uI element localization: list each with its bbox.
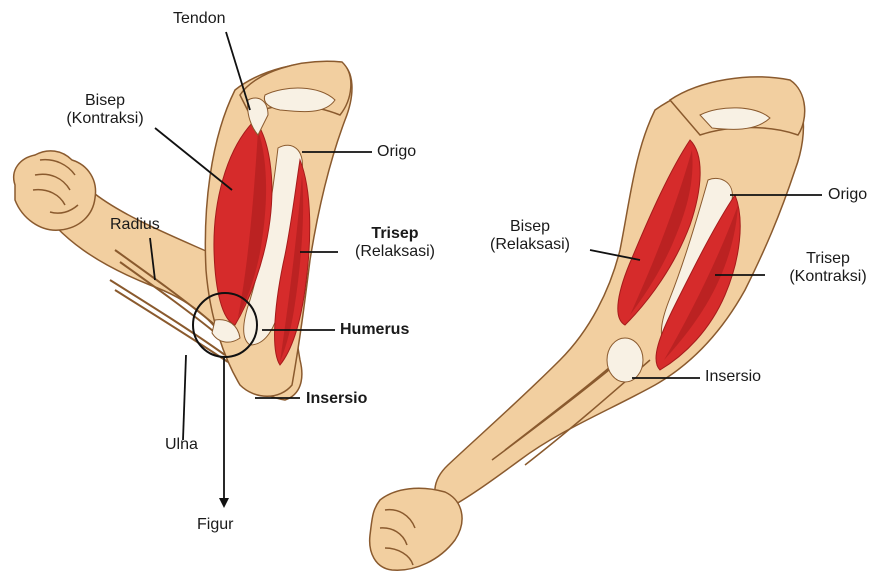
label-trisep-left-line2: (Relaksasi) [340,243,450,261]
label-trisep-right: Trisep (Kontraksi) [768,250,888,286]
right-elbow-joint [607,338,643,382]
label-insersio-left: Insersio [306,390,367,408]
label-bisep-right: Bisep (Relaksasi) [470,218,590,254]
label-bisep-left-line2: (Kontraksi) [40,110,170,128]
label-trisep-right-line1: Trisep [768,250,888,268]
label-humerus: Humerus [340,321,409,339]
label-figur: Figur [197,516,233,534]
label-ulna: Ulna [165,436,198,454]
left-fist [14,151,96,230]
label-radius: Radius [110,216,160,234]
label-origo-left: Origo [377,143,416,161]
label-bisep-right-line1: Bisep [470,218,590,236]
label-bisep-left-line1: Bisep [40,92,170,110]
label-bisep-left: Bisep (Kontraksi) [40,92,170,128]
leader-ulna [183,355,186,440]
label-tendon: Tendon [173,10,226,28]
label-origo-right: Origo [828,186,867,204]
figur-arrowhead [219,498,229,508]
right-arm [370,77,805,570]
label-trisep-left-line1: Trisep [340,225,450,243]
right-hand [370,488,462,570]
label-bisep-right-line2: (Relaksasi) [470,236,590,254]
label-trisep-right-line2: (Kontraksi) [768,268,888,286]
label-insersio-right: Insersio [705,368,761,386]
label-trisep-left: Trisep (Relaksasi) [340,225,450,261]
